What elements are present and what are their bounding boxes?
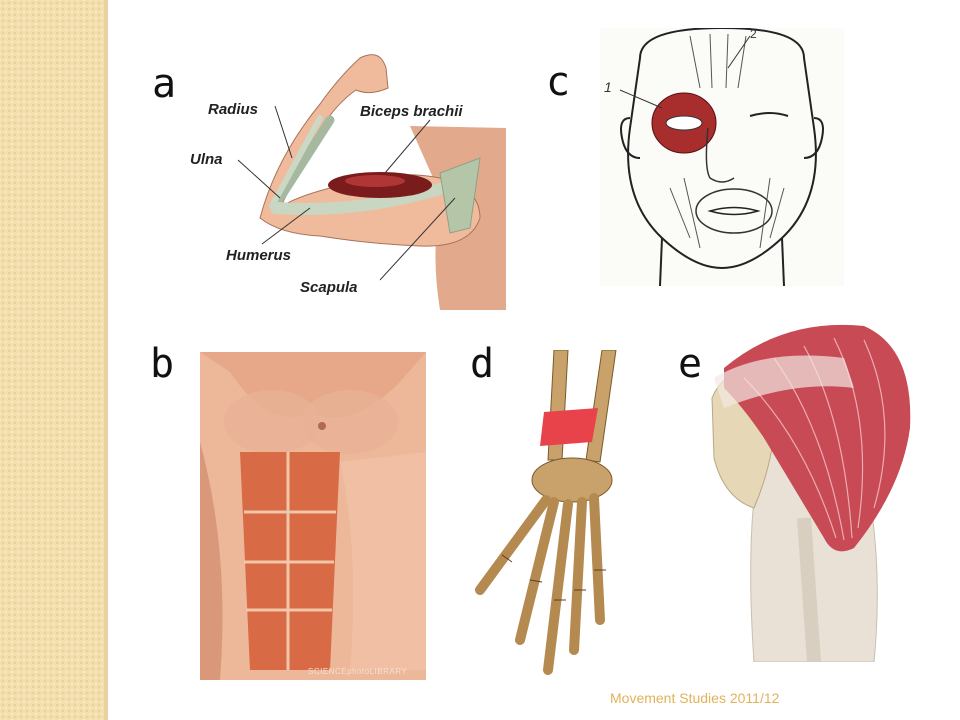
arm-label-scapula: Scapula	[300, 279, 358, 296]
arm-biceps-diagram: Radius Biceps brachii Ulna Humerus Scapu…	[180, 48, 510, 310]
arm-label-radius: Radius	[208, 101, 258, 118]
label-a: a	[152, 61, 177, 107]
label-c: c	[546, 59, 571, 105]
arm-label-ulna: Ulna	[190, 151, 223, 168]
arm-label-humerus: Humerus	[226, 247, 291, 264]
face-muscles-sketch: 1 2	[600, 28, 844, 286]
hand-bones-image	[450, 350, 630, 686]
label-b: b	[150, 341, 175, 387]
footer-text: Movement Studies 2011/12	[610, 690, 780, 706]
label-d: d	[470, 341, 495, 387]
arm-label-biceps: Biceps brachii	[360, 103, 463, 120]
sidebar-border	[104, 0, 108, 720]
face-label-1: 1	[604, 79, 612, 95]
face-label-2: 2	[750, 28, 757, 41]
decorative-sidebar	[0, 0, 104, 720]
shoulder-deltoid-image	[704, 318, 918, 662]
label-e: e	[678, 341, 703, 387]
image-credit: SCIENCEphotoLIBRARY	[308, 667, 407, 676]
abdominal-muscles-image: SCIENCEphotoLIBRARY	[200, 352, 426, 680]
